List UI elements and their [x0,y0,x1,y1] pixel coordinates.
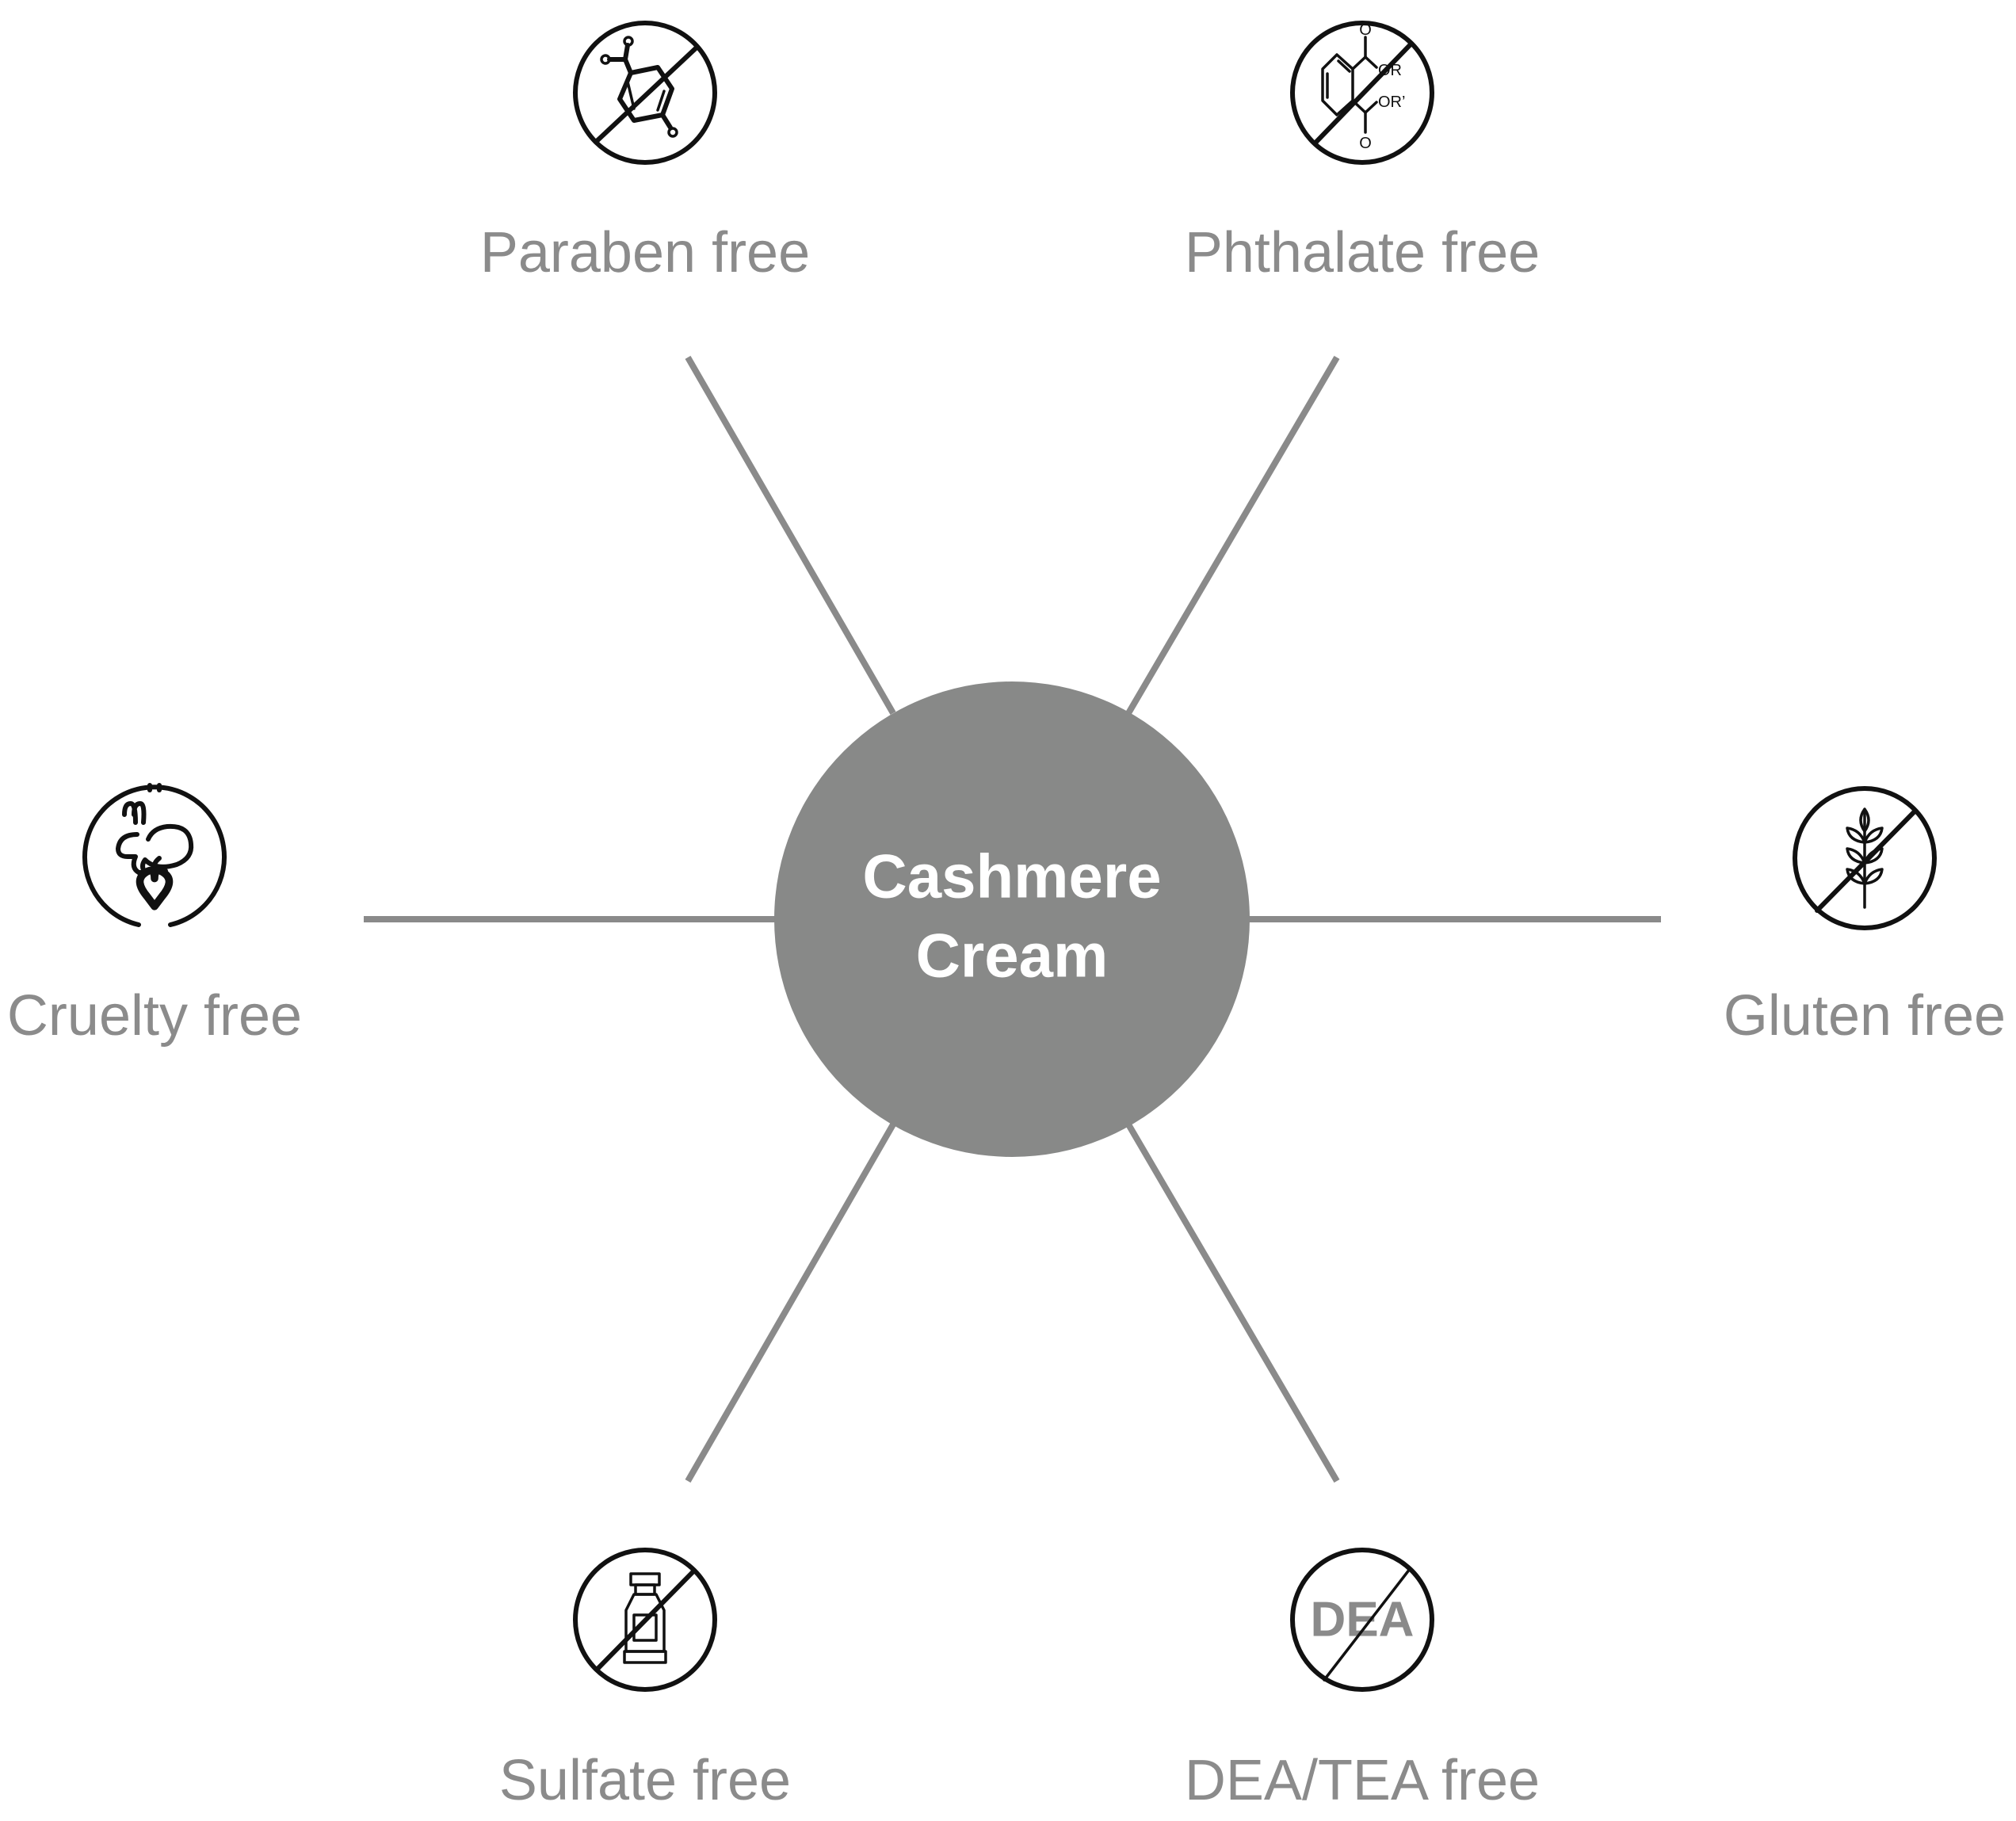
svg-text:DEA: DEA [1311,1592,1415,1647]
spoke-dea [1125,1122,1340,1483]
svg-text:OR’: OR’ [1378,94,1405,111]
center-title-line2: Cream [916,921,1109,991]
center-circle [774,681,1250,1157]
no-dea-icon: DEA [1290,1548,1434,1692]
label-paraben-free: Paraben free [480,221,810,284]
label-gluten-free: Gluten free [1724,984,2006,1048]
center-title-line1: Cashmere [862,842,1161,911]
spoke-sulfate [685,1123,896,1483]
bunny-heart-icon [82,783,227,927]
label-sulfate-free: Sulfate free [499,1749,791,1812]
no-paraben-icon [573,21,717,165]
label-phthalate-free: Phthalate free [1185,221,1540,284]
spoke-phthalate [1125,355,1340,716]
label-dea-tea-free: DEA/TEA free [1185,1749,1540,1812]
svg-text:O: O [1359,135,1372,152]
svg-text:O: O [1359,21,1372,39]
no-tube-icon [573,1548,717,1692]
no-phthalate-icon: O OR OR’ O [1290,21,1434,165]
label-cruelty-free: Cruelty free [7,984,302,1048]
spoke-paraben [685,356,896,715]
no-wheat-icon [1793,786,1937,930]
